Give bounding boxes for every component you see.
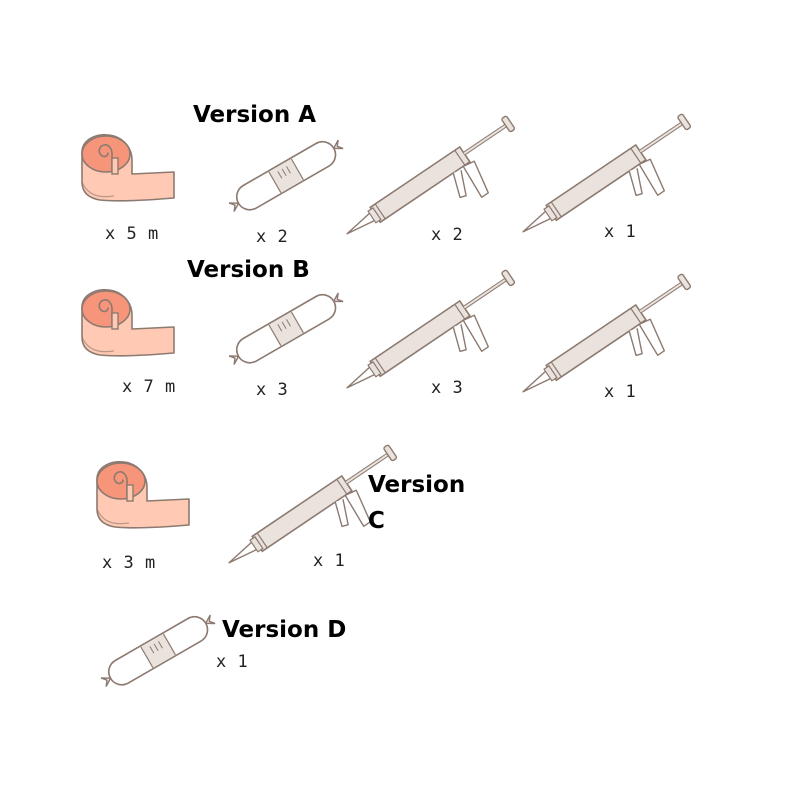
version-b-gun1-qty: x 3 xyxy=(431,378,464,398)
version-c-label-line-2: C xyxy=(368,508,385,534)
version-d-sealant-tube-icon xyxy=(100,614,216,687)
version-d-tube-qty: x 1 xyxy=(216,652,249,672)
version-c-gun-qty: x 1 xyxy=(313,551,346,571)
version-a-gun2-qty: x 1 xyxy=(604,222,637,242)
version-a-caulking-gun-icon-2 xyxy=(522,113,692,233)
version-c-tape-roll-icon xyxy=(96,461,190,529)
version-a-tube-qty: x 2 xyxy=(256,227,289,247)
version-b-tape-roll-icon xyxy=(81,289,175,357)
version-b-caulking-gun-icon-2 xyxy=(522,273,692,393)
version-d-label: Version D xyxy=(222,617,347,643)
version-b-gun2-qty: x 1 xyxy=(604,382,637,402)
version-b-sealant-tube-icon xyxy=(228,292,344,365)
version-a-caulking-gun-icon-1 xyxy=(346,115,516,235)
version-b-caulking-gun-icon-1 xyxy=(346,269,516,389)
version-a-gun1-qty: x 2 xyxy=(431,225,464,245)
version-c-caulking-gun-icon xyxy=(228,444,398,564)
version-a-label: Version A xyxy=(193,102,317,128)
version-b-label: Version B xyxy=(187,257,310,283)
version-c-tape-qty: x 3 m xyxy=(102,553,156,573)
version-b-tube-qty: x 3 xyxy=(256,380,289,400)
version-a-tape-roll-icon xyxy=(81,134,175,202)
version-a-sealant-tube-icon xyxy=(228,139,344,212)
version-a-tape-qty: x 5 m xyxy=(105,224,159,244)
version-c-label: Version C xyxy=(368,467,465,539)
version-c-label-line-1: Version xyxy=(368,472,466,498)
version-b-tape-qty: x 7 m xyxy=(122,377,176,397)
